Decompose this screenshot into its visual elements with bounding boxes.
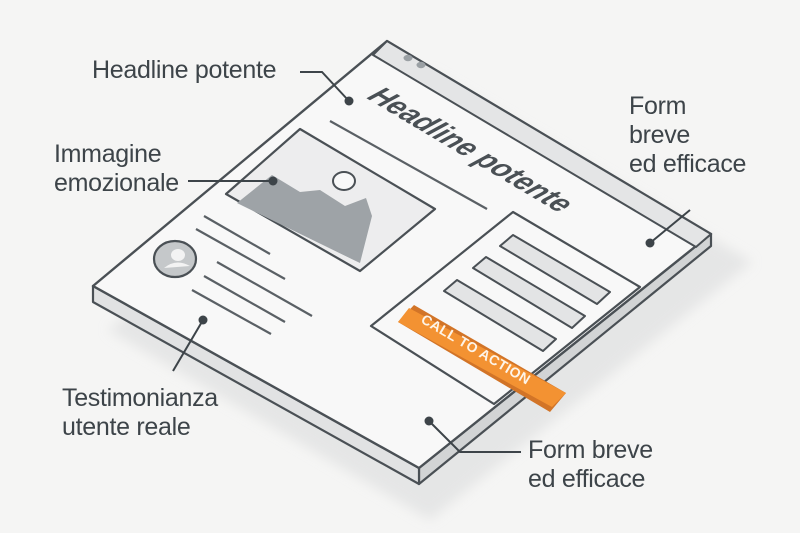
callout-headline: Headline potente <box>92 56 277 85</box>
callout-headline-line-1: Headline potente <box>92 56 277 84</box>
body-line-1 <box>203 215 271 255</box>
callout-image-line-2: emozionale <box>54 169 179 197</box>
callout-form-top: Form breve ed efficace <box>629 92 746 179</box>
form-field-3 <box>443 279 557 352</box>
callout-form-bottom-line-1: Form breve <box>528 436 653 464</box>
form-field-2 <box>472 256 586 329</box>
form-fields <box>443 234 611 352</box>
callout-form-top-line-3: ed efficace <box>629 150 747 178</box>
callout-form-top-line-1: Form <box>629 92 687 120</box>
image-placeholder-icon <box>237 171 372 263</box>
window-dots-icon <box>403 54 426 69</box>
callout-form-bottom-line-2: ed efficace <box>528 465 646 493</box>
testimonial-line-2 <box>203 275 286 323</box>
callout-form-bottom: Form breve ed efficace <box>528 436 653 494</box>
testimonial-line-1 <box>216 261 313 317</box>
cta-button[interactable] <box>398 308 566 407</box>
body-line-2 <box>195 228 286 280</box>
callout-testimonial-line-1: Testimonianza <box>62 384 218 412</box>
callout-image: Immagine emozionale <box>54 140 179 198</box>
leader-form-bottom <box>428 420 521 453</box>
callout-image-line-1: Immagine <box>54 140 162 168</box>
callout-dots <box>198 96 655 426</box>
leader-form-top <box>649 209 691 244</box>
headline-divider <box>329 120 488 210</box>
callout-form-top-line-2: breve <box>629 121 691 149</box>
window-titlebar <box>372 40 712 248</box>
callout-leaders <box>172 71 691 453</box>
form-field-1 <box>499 234 611 305</box>
testimonial-line-3 <box>191 289 272 335</box>
leader-testimonial <box>172 319 204 372</box>
avatar-icon <box>152 239 198 279</box>
callout-testimonial-line-2: utente reale <box>62 413 191 441</box>
leader-headline <box>300 71 349 101</box>
callout-testimonial: Testimonianza utente reale <box>62 384 218 442</box>
